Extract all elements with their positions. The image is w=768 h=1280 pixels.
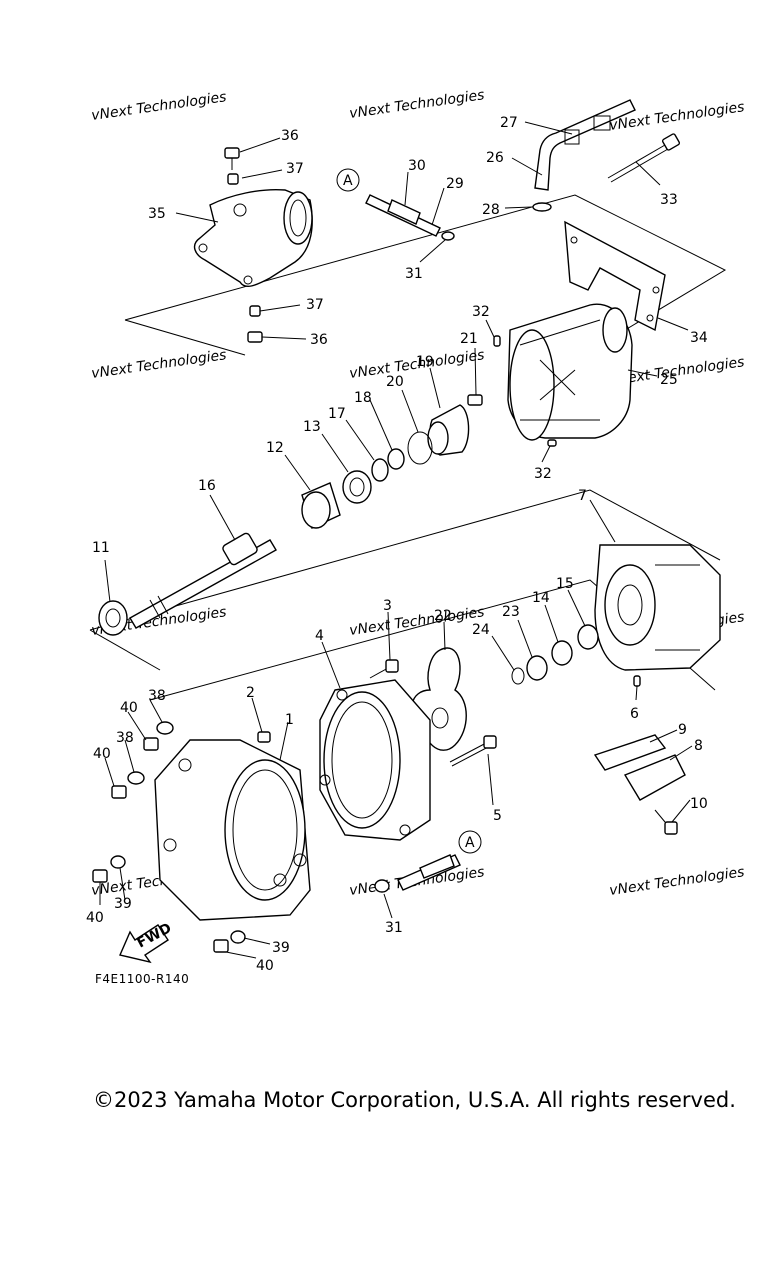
callout-26: 26 (486, 150, 504, 166)
callout-numbers: 36 37 35 37 36 30 29 31 27 26 28 33 34 2… (86, 115, 708, 974)
callout-40-left: 40 (86, 910, 104, 926)
ref-mark-a-lower: A (458, 830, 482, 854)
callout-34: 34 (690, 330, 708, 346)
callout-39-bottom: 39 (272, 940, 290, 956)
part-bearings-upper (342, 448, 405, 504)
part-long-bolt (607, 133, 681, 183)
parts-exploded-diagram: vNext Technologies vNext Technologies vN… (86, 87, 745, 974)
callout-19: 19 (416, 354, 434, 370)
copyright-notice: ©2023 Yamaha Motor Corporation, U.S.A. A… (93, 1088, 736, 1112)
callout-31-top: 31 (405, 266, 423, 282)
callout-9: 9 (678, 722, 687, 738)
part-steering-shaft-lower (374, 854, 461, 893)
part-pin-6 (633, 675, 641, 687)
callout-20: 20 (386, 374, 404, 390)
svg-text:vNext Technologies: vNext Technologies (90, 347, 227, 382)
callout-15: 15 (556, 576, 574, 592)
callout-30: 30 (408, 158, 426, 174)
callout-6: 6 (630, 706, 639, 722)
part-impeller-housing (594, 544, 721, 671)
callout-38-mid: 38 (116, 730, 134, 746)
callout-36-bottom: 36 (310, 332, 328, 348)
callout-24: 24 (472, 622, 490, 638)
callout-25: 25 (660, 372, 678, 388)
callout-40-mid: 40 (93, 746, 111, 762)
callout-2: 2 (246, 685, 255, 701)
part-hose (532, 99, 636, 212)
callout-28: 28 (482, 202, 500, 218)
part-jet-housing (154, 739, 311, 921)
callout-40-bottom: 40 (256, 958, 274, 974)
callout-11: 11 (92, 540, 110, 556)
svg-text:vNext Technologies: vNext Technologies (90, 89, 227, 124)
part-cap-assembly (407, 394, 483, 465)
callout-39-left: 39 (114, 896, 132, 912)
svg-text:vNext Technologies: vNext Technologies (608, 864, 745, 899)
callout-36-top: 36 (281, 128, 299, 144)
callout-16: 16 (198, 478, 216, 494)
part-cover-plate (593, 734, 686, 835)
part-nozzle (193, 188, 313, 288)
part-drive-shaft (129, 532, 277, 629)
part-nozzle-bolts (224, 147, 263, 343)
part-plate (564, 220, 666, 332)
part-sleeve (301, 482, 341, 529)
leader-lines (99, 121, 693, 959)
ref-mark-a-upper: A (336, 168, 360, 192)
callout-37-bottom: 37 (306, 297, 324, 313)
callout-1: 1 (285, 712, 294, 728)
callout-32-top: 32 (472, 304, 490, 320)
part-bearings-lower (511, 624, 599, 685)
callout-5: 5 (493, 808, 502, 824)
callout-33: 33 (660, 192, 678, 208)
callout-29: 29 (446, 176, 464, 192)
part-pins (493, 335, 557, 447)
svg-text:A: A (465, 835, 475, 851)
part-bolt-3 (369, 659, 399, 679)
part-pin-2 (257, 731, 271, 743)
callout-32-bottom: 32 (534, 466, 552, 482)
callout-21: 21 (460, 331, 478, 347)
drawing-code: F4E1100-R140 (95, 972, 190, 986)
callout-7: 7 (578, 488, 587, 504)
svg-text:vNext Technologies: vNext Technologies (348, 87, 485, 122)
callout-40-top: 40 (120, 700, 138, 716)
svg-text:A: A (343, 173, 353, 189)
callout-18: 18 (354, 390, 372, 406)
callout-23: 23 (502, 604, 520, 620)
callout-22: 22 (434, 608, 452, 624)
callout-14: 14 (532, 590, 550, 606)
callout-3: 3 (383, 598, 392, 614)
fwd-arrow: FWD (119, 920, 174, 964)
callout-37-top: 37 (286, 161, 304, 177)
callout-27: 27 (500, 115, 518, 131)
callout-10: 10 (690, 796, 708, 812)
callout-8: 8 (694, 738, 703, 754)
callout-35: 35 (148, 206, 166, 222)
callout-12: 12 (266, 440, 284, 456)
callout-38-top: 38 (148, 688, 166, 704)
part-steering-shaft (365, 194, 455, 241)
callout-4: 4 (315, 628, 324, 644)
part-nuts-washers (92, 721, 246, 953)
callout-17: 17 (328, 406, 346, 422)
part-bolt-5 (449, 735, 497, 767)
part-intake-duct (319, 679, 431, 841)
svg-text:vNext Technologies: vNext Technologies (348, 604, 485, 639)
part-bearing-11 (98, 600, 128, 636)
callout-31-bottom: 31 (385, 920, 403, 936)
part-pump-housing (507, 303, 633, 441)
callout-13: 13 (303, 419, 321, 435)
